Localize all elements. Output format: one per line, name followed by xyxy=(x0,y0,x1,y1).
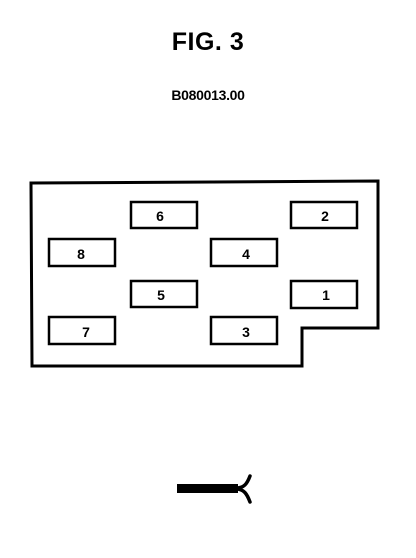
terminal-7: 7 xyxy=(47,315,117,346)
terminal-5-label: 5 xyxy=(157,287,165,303)
terminal-4-label: 4 xyxy=(242,246,250,262)
figure-title: FIG. 3 xyxy=(171,28,245,56)
terminal-1-label: 1 xyxy=(322,287,330,303)
connector-housing xyxy=(29,179,380,368)
wire-terminal-icon xyxy=(177,474,252,504)
terminal-6-label: 6 xyxy=(156,208,164,224)
terminal-5: 5 xyxy=(129,279,199,309)
terminal-3: 3 xyxy=(209,315,279,346)
terminal-2-label: 2 xyxy=(321,208,329,224)
part-code: B080013.00 xyxy=(171,87,245,103)
terminal-4: 4 xyxy=(209,237,279,268)
terminal-6: 6 xyxy=(129,200,199,230)
terminal-8: 8 xyxy=(47,237,117,268)
terminal-2: 2 xyxy=(289,200,359,230)
terminal-8-label: 8 xyxy=(77,246,85,262)
terminal-1: 1 xyxy=(289,279,359,310)
terminal-3-label: 3 xyxy=(242,324,250,340)
terminal-7-label: 7 xyxy=(82,324,90,340)
